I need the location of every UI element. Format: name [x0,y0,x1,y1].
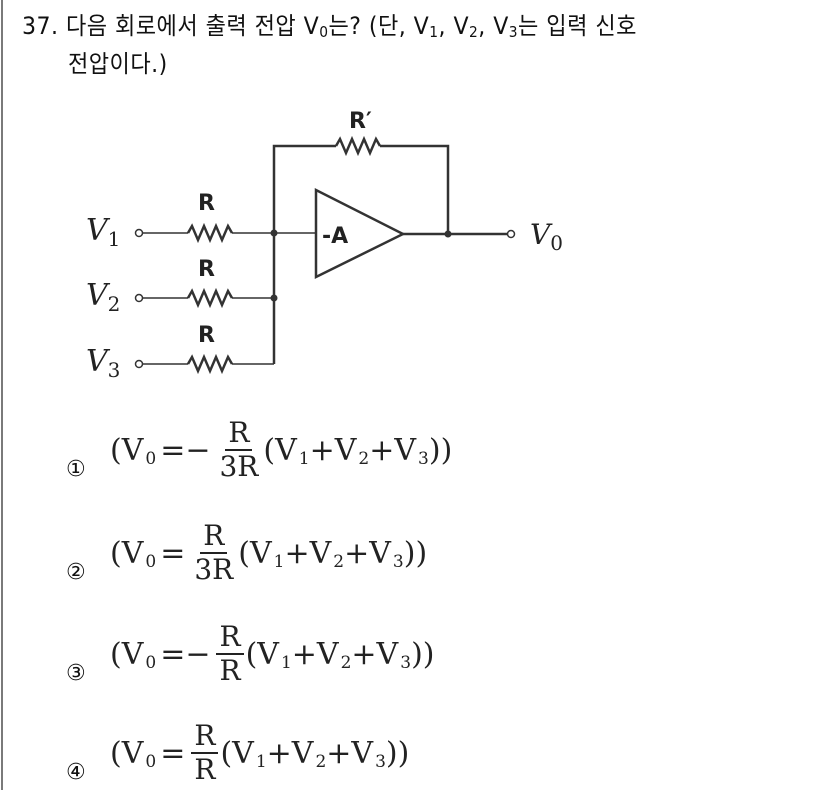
input-label-v3: V3 [86,344,120,382]
question-number: 37. [22,12,59,40]
input-resistor-label-3: R [198,323,215,348]
feedback-resistor-label: R′ [349,109,372,134]
feedback-resistor [334,135,382,157]
input-label-v1: V1 [86,213,120,251]
input-terminal-2 [134,293,144,303]
option-marker: ① [66,456,86,482]
input-resistor-label-2: R [198,257,215,282]
input-label-v2: V2 [86,278,120,316]
page-left-border [1,0,3,790]
option-marker: ③ [66,660,86,686]
output-label-v0: V0 [530,218,563,255]
output-terminal [506,229,516,239]
question-text-line2: 전압이다.) [68,50,168,78]
amplifier-label: -A [322,224,348,249]
input-resistor-3 [186,353,234,375]
input-terminal-1 [134,228,144,238]
option-marker: ② [66,559,86,585]
junction-dot [270,294,278,302]
question-text: 37. 다음 회로에서 출력 전압 V0는? (단, V1, V2, V3는 입… [22,10,749,80]
op-amp-triangle [314,187,406,280]
input-resistor-2 [186,287,234,309]
input-terminal-3 [134,359,144,369]
option-marker: ④ [66,759,86,785]
circuit-diagram: R′ R R R -A V1 V2 V3 V0 [86,109,563,382]
junction-dot [444,230,452,238]
junction-dot [270,229,278,237]
input-resistor-label-1: R [198,191,215,216]
input-resistor-1 [186,222,234,244]
